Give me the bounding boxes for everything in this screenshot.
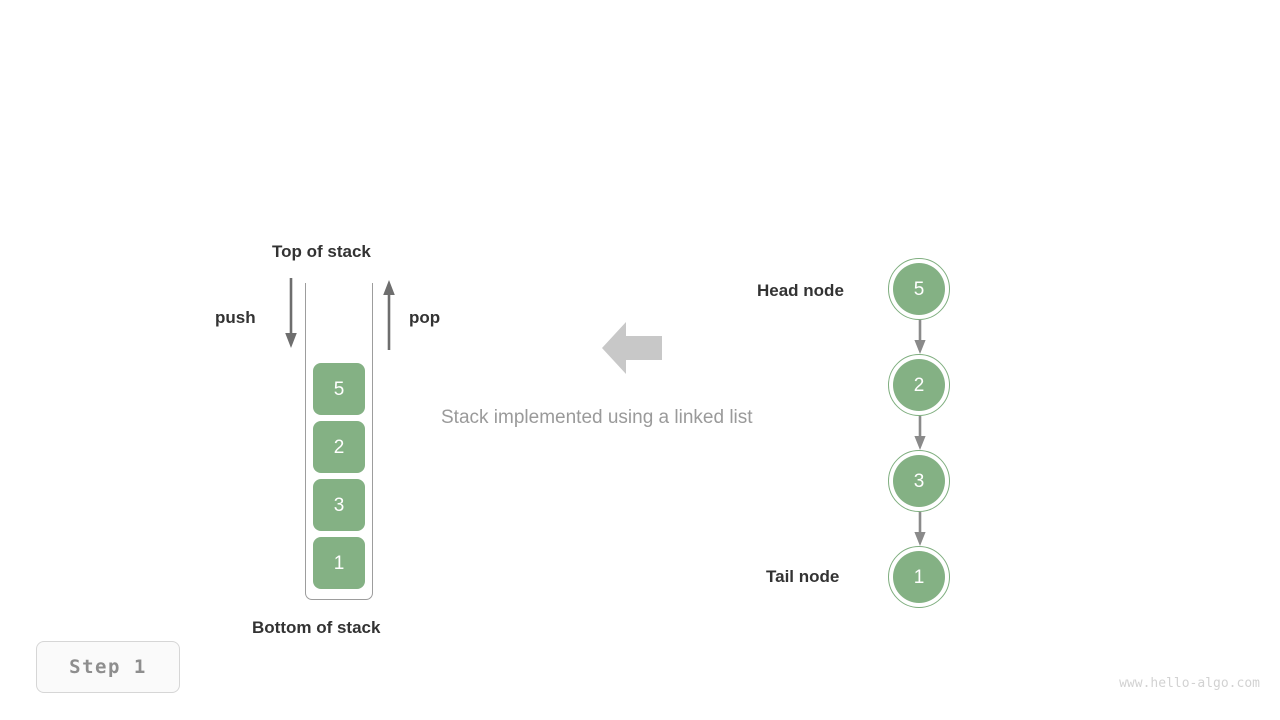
- node-value: 5: [893, 263, 945, 315]
- linked-list-node: 5: [888, 258, 950, 320]
- linked-list-node: 3: [888, 450, 950, 512]
- diagram-caption: Stack implemented using a linked list: [441, 407, 753, 428]
- node-link-arrow-icon: [914, 320, 926, 354]
- top-of-stack-label: Top of stack: [272, 242, 371, 261]
- stack-element: 5: [313, 363, 365, 415]
- watermark: www.hello-algo.com: [1119, 676, 1260, 691]
- node-value: 2: [893, 359, 945, 411]
- pop-arrow-icon: [383, 280, 395, 350]
- push-arrow-icon: [285, 278, 297, 348]
- linked-list: 5 2 3 1: [888, 256, 952, 608]
- step-badge: Step 1: [36, 641, 180, 693]
- stack-element-list: 5 2 3 1: [313, 363, 365, 595]
- tail-node-label: Tail node: [766, 567, 840, 586]
- stack-container: [305, 283, 373, 600]
- stack-element: 1: [313, 537, 365, 589]
- push-label: push: [215, 308, 256, 327]
- linked-list-node: 2: [888, 354, 950, 416]
- head-node-label: Head node: [757, 281, 844, 300]
- node-link-arrow-icon: [914, 512, 926, 546]
- node-value: 3: [893, 455, 945, 507]
- linked-list-node: 1: [888, 546, 950, 608]
- left-block-arrow-icon: [602, 322, 662, 374]
- node-value: 1: [893, 551, 945, 603]
- pop-label: pop: [409, 308, 441, 327]
- stack-element: 3: [313, 479, 365, 531]
- stack-element: 2: [313, 421, 365, 473]
- bottom-of-stack-label: Bottom of stack: [252, 618, 381, 637]
- node-link-arrow-icon: [914, 416, 926, 450]
- step-badge-label: Step 1: [69, 655, 147, 678]
